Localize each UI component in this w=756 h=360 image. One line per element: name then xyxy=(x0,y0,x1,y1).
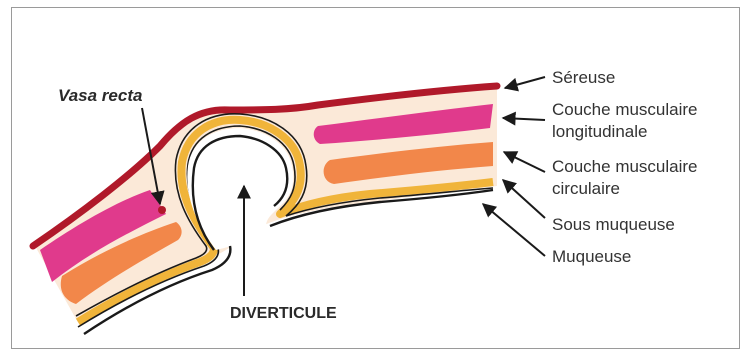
label-sereuse: Séreuse xyxy=(552,68,615,87)
label-circular-line1: Couche musculaire xyxy=(552,157,698,176)
vasa-recta-vessel xyxy=(158,206,166,214)
label-muqueuse: Muqueuse xyxy=(552,247,631,266)
label-longitudinal-line2: longitudinale xyxy=(552,122,647,141)
label-sous-muqueuse: Sous muqueuse xyxy=(552,215,675,234)
sous-muqueuse-arrow xyxy=(503,180,545,218)
muqueuse-arrow xyxy=(483,204,545,256)
longitudinal-arrow xyxy=(503,118,545,120)
label-vasa-recta: Vasa recta xyxy=(58,86,142,105)
label-longitudinal-line1: Couche musculaire xyxy=(552,100,698,119)
label-diverticule: DIVERTICULE xyxy=(230,305,337,322)
label-circular-line2: circulaire xyxy=(552,179,620,198)
circular-arrow xyxy=(504,152,545,172)
sereuse-arrow xyxy=(505,77,545,88)
